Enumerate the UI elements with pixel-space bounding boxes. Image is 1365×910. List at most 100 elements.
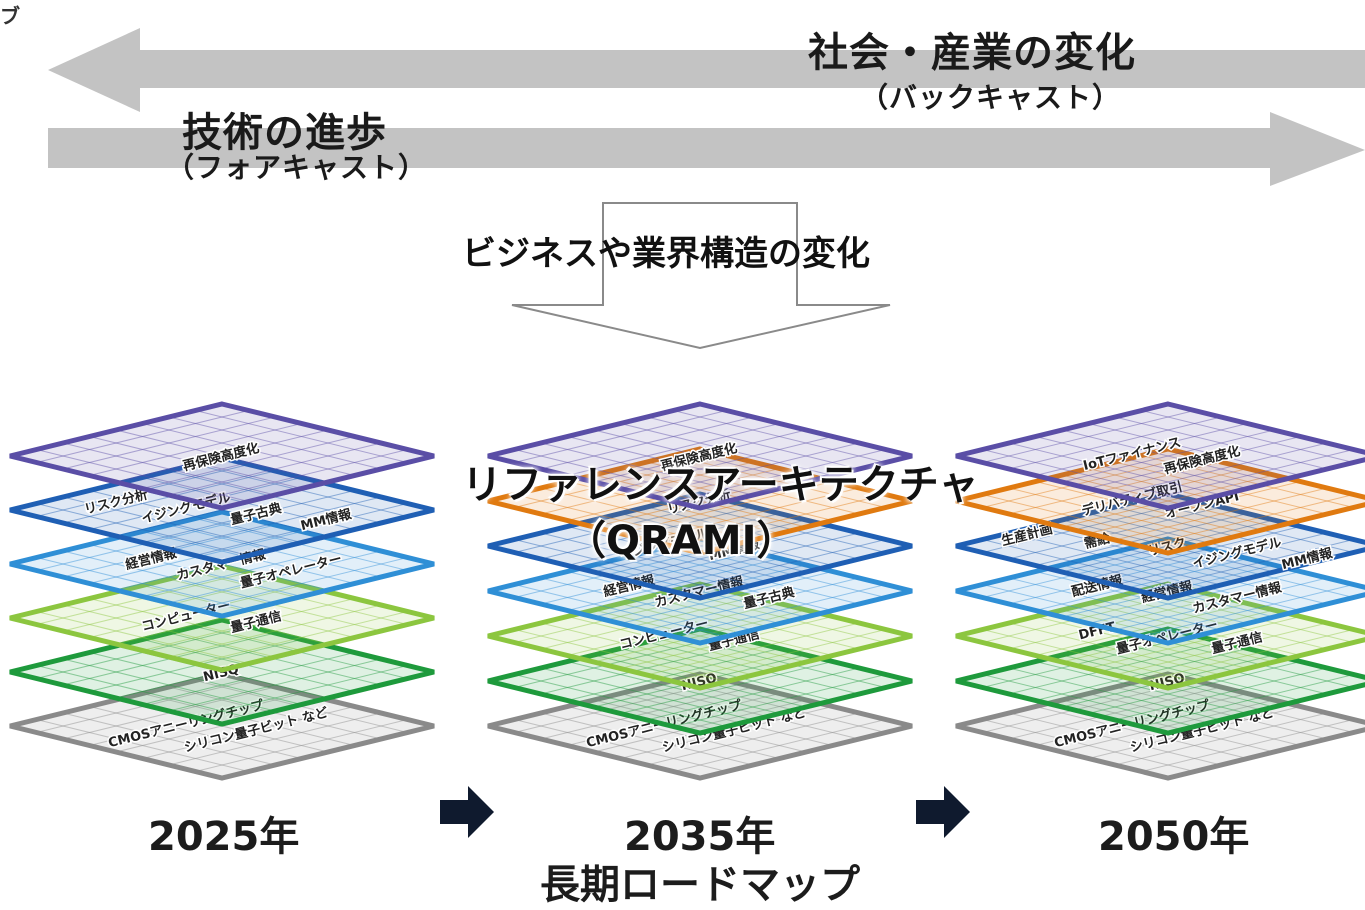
layer-plane [487,491,913,601]
grid-line [1114,551,1328,605]
grid-line [673,449,886,502]
grid-line [1088,706,1301,759]
grid-line [982,545,1195,598]
grid-line [646,577,860,631]
grid-line [567,526,780,579]
grid-line [36,410,249,463]
grid-line [1114,442,1328,496]
grid-line [982,674,1195,727]
grid-line [646,596,860,650]
grid-line [1141,674,1354,727]
grid-line [1088,513,1301,566]
grid-line [982,455,1195,508]
layer-plane [955,536,1365,646]
grid-line [982,539,1195,592]
grid-line [1114,487,1328,541]
grid-line [646,442,860,496]
grid-line [540,641,754,695]
grid-line [620,558,833,611]
grid-line [540,622,754,676]
grid-line [1008,641,1222,695]
grid-line [1141,455,1354,508]
grid-line [982,635,1195,688]
grid-line [115,429,329,483]
grid-line [89,436,302,489]
grid-line [567,616,780,669]
grid-line [646,551,860,605]
grid-line [1061,609,1275,663]
grid-line [514,674,727,727]
grid-line [514,500,727,553]
grid-line [1008,551,1222,605]
grid-line [1141,410,1354,463]
grid-line [540,686,754,740]
grid-line [62,712,276,766]
grid-line [62,658,276,712]
grid-line [514,584,727,637]
grid-line [195,503,408,556]
grid-line [567,571,780,624]
grid-line [673,539,886,592]
grid-line [1141,449,1354,502]
grid-line [673,629,886,682]
grid-line [646,487,860,541]
grid-line [567,423,780,476]
grid-line [1008,686,1222,740]
grid-line [593,564,807,618]
grid-line [1114,641,1328,695]
grid-line [567,513,780,566]
grid-line [646,532,860,586]
layer-plane [955,626,1365,736]
grid-line [1114,416,1328,470]
grid-line [1088,661,1301,714]
grid-line [540,712,754,766]
layer-plane [955,401,1365,511]
grid-line [620,481,833,534]
grid-line [168,442,382,496]
grid-line [593,474,807,528]
grid-line [1035,436,1248,489]
grid-line [62,496,276,550]
grid-line [673,635,886,688]
grid-line [1114,622,1328,676]
grid-line [982,449,1195,502]
long-term-roadmap-label: 長期ロードマップ [540,862,860,908]
grid-line [62,604,276,658]
grid-line [593,654,807,708]
reference-architecture-title: リファレンスアーキテクチャ [462,462,979,508]
grid-line [567,436,780,489]
grid-line [195,449,408,502]
grid-line [620,423,833,476]
grid-line [1035,661,1248,714]
grid-line [673,494,886,547]
year-2035: 2035年 [624,814,776,860]
backcast-arrow [48,28,1365,112]
layer-plane [955,581,1365,691]
grid-line [1008,416,1222,470]
grid-line [1088,526,1301,579]
grid-line [1061,654,1275,708]
grid-line [673,590,886,643]
grid-line [62,442,276,496]
grid-line [514,449,727,502]
grid-line [1035,481,1248,534]
grid-line [593,519,807,573]
grid-line [673,500,886,553]
grid-line [1008,712,1222,766]
grid-line [620,526,833,579]
grid-line [593,699,807,753]
grid-line [1035,468,1248,521]
grid-line [982,590,1195,643]
grid-line [646,667,860,721]
layer-plane [955,446,1365,556]
grid-line [1061,564,1275,618]
grid-line [673,674,886,727]
grid-line [982,410,1195,463]
forecast-subtitle: （フォアキャスト） [166,151,428,184]
grid-line [1114,461,1328,515]
grid-line [1088,616,1301,669]
down-arrow [511,202,891,350]
grid-line [1008,667,1222,721]
